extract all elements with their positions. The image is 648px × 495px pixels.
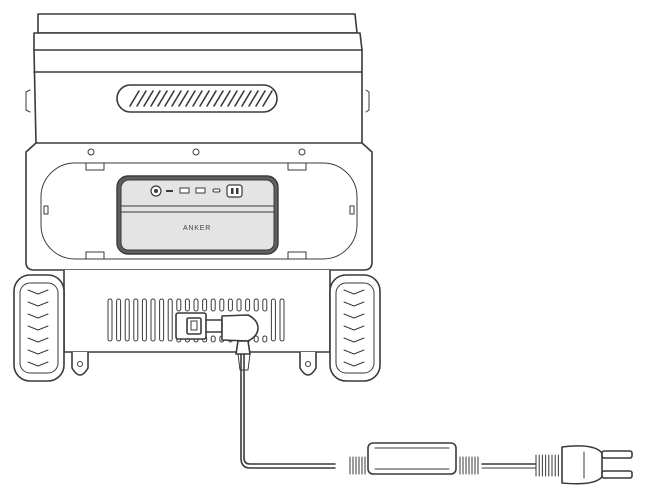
- vent-slash: [171, 90, 182, 107]
- vent-slash: [255, 90, 266, 107]
- wheel-icon: [329, 274, 381, 382]
- vent-slash: [241, 90, 252, 107]
- wheel-tread: [27, 289, 49, 295]
- vent-slash: [213, 90, 224, 107]
- power-brick-icon: [349, 442, 537, 475]
- wheel-tread: [343, 349, 365, 355]
- vent-slot: [219, 298, 225, 312]
- wheel-tread: [27, 361, 49, 367]
- wall-plug-icon: [535, 445, 633, 485]
- vent-slash: [227, 90, 238, 107]
- vent-slash: [192, 90, 203, 107]
- generator-lid: [25, 13, 370, 144]
- vent-slash: [164, 90, 175, 107]
- vent-slash: [150, 90, 161, 107]
- vent-slash: [220, 90, 231, 107]
- vent-slot: [279, 298, 285, 342]
- wheel-tread: [343, 289, 365, 295]
- vent-slash: [185, 90, 196, 107]
- vent-slot: [107, 298, 113, 342]
- wheel-tread: [27, 325, 49, 331]
- vent-slot: [210, 298, 216, 312]
- vent-slot: [133, 298, 139, 342]
- vent-slot: [193, 298, 199, 312]
- wheel-tread: [343, 325, 365, 331]
- vent-slot: [262, 298, 268, 312]
- vent-slot: [253, 298, 259, 312]
- vent-slot: [210, 335, 216, 343]
- vent-slot: [236, 298, 242, 312]
- vent-slash: [136, 90, 147, 107]
- usb-c-port-icon: [212, 188, 221, 193]
- vent-slot: [245, 298, 251, 312]
- power-station-module: ANKER: [116, 175, 279, 255]
- usb-a-port-icon: [179, 187, 190, 194]
- wheel-tread: [343, 361, 365, 367]
- wheel-tread: [27, 301, 49, 307]
- vent-slash: [234, 90, 245, 107]
- vent-slash: [206, 90, 217, 107]
- vent-slash: [248, 90, 259, 107]
- vent-slash: [199, 90, 210, 107]
- vent-slot: [184, 298, 190, 312]
- wheel-tread: [27, 349, 49, 355]
- usb-a-port-icon: [195, 187, 206, 194]
- vent-slot: [227, 298, 233, 312]
- wheel-tread: [343, 313, 365, 319]
- vent-slash: [262, 90, 273, 107]
- top-vent-grille: [116, 84, 278, 113]
- wheel-tread: [343, 337, 365, 343]
- power-cable: [237, 353, 336, 469]
- ac-inlet-icon: [175, 312, 259, 355]
- vent-slash: [143, 90, 154, 107]
- wheel-tread: [27, 337, 49, 343]
- vent-slot: [253, 335, 259, 343]
- vent-slash: [129, 90, 140, 107]
- vent-slot: [150, 298, 156, 342]
- brand-label: ANKER: [183, 225, 211, 232]
- wheel-tread: [343, 301, 365, 307]
- vent-slash: [157, 90, 168, 107]
- vent-slot: [124, 298, 130, 342]
- round-port-icon: [150, 185, 162, 197]
- vent-slot: [262, 335, 268, 343]
- wheel-tread: [27, 313, 49, 319]
- vent-slot: [116, 298, 122, 342]
- vent-slot: [141, 298, 147, 342]
- vent-slot: [270, 298, 276, 342]
- ac-outlet-icon: [226, 184, 243, 198]
- wheel-icon: [13, 274, 65, 382]
- vent-slash: [178, 90, 189, 107]
- vent-slot: [167, 298, 173, 342]
- vent-slot: [176, 298, 182, 312]
- vent-slot: [159, 298, 165, 342]
- vent-slot: [202, 298, 208, 312]
